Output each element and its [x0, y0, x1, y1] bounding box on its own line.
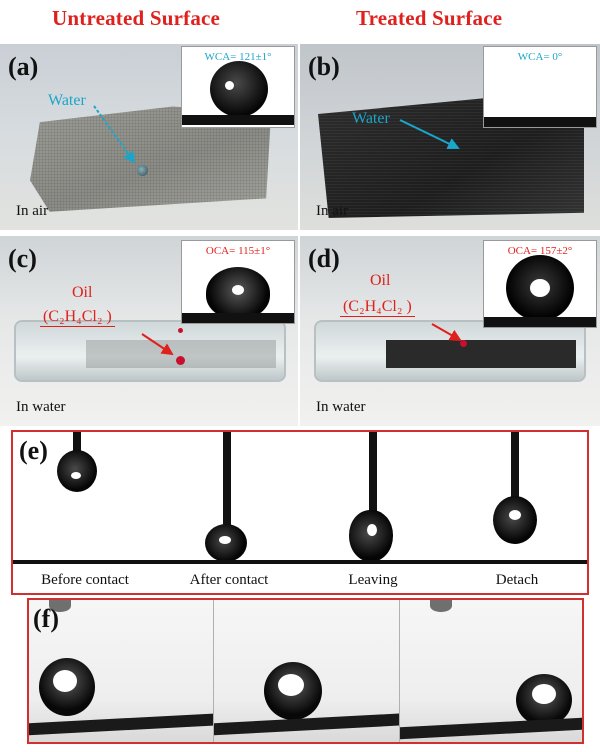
needle-tip: [49, 600, 71, 612]
stage-detach: [445, 432, 587, 564]
panel-c-untreated-in-water: Oil (C₂H₄Cl₂ ) OCA= 115±1° (c) In water: [0, 236, 298, 426]
panel-letter: (b): [308, 52, 340, 81]
droplet-highlight: [225, 81, 234, 90]
oil-droplet: [460, 340, 467, 347]
panel-letter: (d): [308, 244, 340, 273]
oil-formula: (C₂H₄Cl₂ ): [340, 298, 415, 317]
droplet-highlight: [530, 279, 550, 297]
droplet-highlight: [219, 536, 231, 544]
oil-label: Oil: [72, 284, 93, 301]
substrate: [484, 317, 596, 327]
tilted-substrate: [29, 712, 213, 736]
substrate: [445, 560, 587, 564]
panel-caption: In water: [316, 399, 366, 415]
frame-divider: [399, 600, 400, 742]
panel-letter: (a): [8, 52, 39, 81]
oil-droplet-small: [178, 328, 183, 333]
wca-inset-untreated: WCA= 121±1°: [181, 46, 295, 128]
stage-after-contact: [157, 432, 301, 564]
stage-leaving: [301, 432, 445, 564]
rolling-frame-1: [29, 600, 213, 742]
panel-d-treated-in-water: Oil (C₂H₄Cl₂ ) OCA= 157±2° (d) In water: [300, 236, 600, 426]
droplet-highlight: [232, 285, 244, 295]
oil-arrow: [141, 333, 174, 356]
column-title-treated: Treated Surface: [356, 6, 503, 30]
panel-caption: In water: [16, 399, 66, 415]
substrate: [13, 560, 157, 564]
stage-label: After contact: [189, 572, 269, 588]
panel-caption: In air: [316, 203, 349, 219]
rolling-frame-2: [214, 600, 399, 742]
droplet-highlight: [53, 670, 77, 692]
needle: [369, 432, 377, 520]
panel-caption: In air: [16, 203, 49, 219]
panel-f-rolling-sequence: (f): [27, 598, 584, 744]
needle-tip: [430, 600, 452, 612]
substrate: [182, 115, 294, 125]
oca-inset-treated: OCA= 157±2°: [483, 240, 597, 328]
water-label: Water: [48, 92, 86, 109]
column-title-untreated: Untreated Surface: [52, 6, 221, 30]
substrate: [301, 560, 445, 564]
rolling-frame-3: [400, 600, 582, 742]
droplet-highlight: [509, 510, 521, 520]
submerged-mesh: [386, 340, 576, 368]
stage-before-contact: [13, 432, 157, 564]
oil-arrow: [431, 323, 462, 341]
wca-value: WCA= 0°: [517, 51, 563, 63]
droplet-highlight: [71, 472, 81, 479]
droplet-highlight: [367, 524, 377, 536]
stage-label: Detach: [495, 572, 539, 588]
panel-letter: (e): [19, 436, 48, 465]
panel-a-untreated-in-air: Water WCA= 121±1° (a) In air: [0, 44, 298, 230]
substrate: [157, 560, 301, 564]
frame-divider: [213, 600, 214, 742]
substrate: [484, 117, 596, 127]
panel-letter: (c): [8, 244, 37, 273]
panel-e-dynamic-contact-sequence: Before contact After contact Leaving Det…: [11, 430, 589, 595]
oca-value: OCA= 115±1°: [205, 245, 271, 257]
oil-droplet: [493, 496, 537, 544]
oca-value: OCA= 157±2°: [507, 245, 573, 257]
droplet-highlight: [278, 674, 304, 696]
panel-letter: (f): [33, 604, 59, 633]
water-arrow: [399, 119, 460, 150]
oca-inset-untreated: OCA= 115±1°: [181, 240, 295, 324]
water-arrow: [93, 105, 136, 164]
panel-b-treated-in-air: Water WCA= 0° (b) In air: [300, 44, 600, 230]
needle: [73, 432, 81, 454]
oil-label: Oil: [370, 272, 391, 289]
needle: [223, 432, 231, 530]
water-droplet: [137, 165, 148, 176]
oil-droplet: [176, 356, 185, 365]
oil-droplet: [349, 510, 393, 562]
wca-inset-treated: WCA= 0°: [483, 46, 597, 128]
contact-droplet: [210, 61, 268, 117]
water-label: Water: [352, 110, 390, 127]
stage-label: Leaving: [348, 572, 398, 588]
wca-value: WCA= 121±1°: [204, 51, 272, 63]
needle: [511, 432, 519, 504]
stage-label: Before contact: [41, 572, 129, 588]
substrate: [182, 313, 294, 323]
tilted-substrate: [400, 716, 582, 740]
oil-formula: (C₂H₄Cl₂ ): [40, 308, 115, 327]
oil-droplet: [57, 450, 97, 492]
droplet-highlight: [532, 684, 556, 704]
glass-tray: [14, 320, 286, 382]
